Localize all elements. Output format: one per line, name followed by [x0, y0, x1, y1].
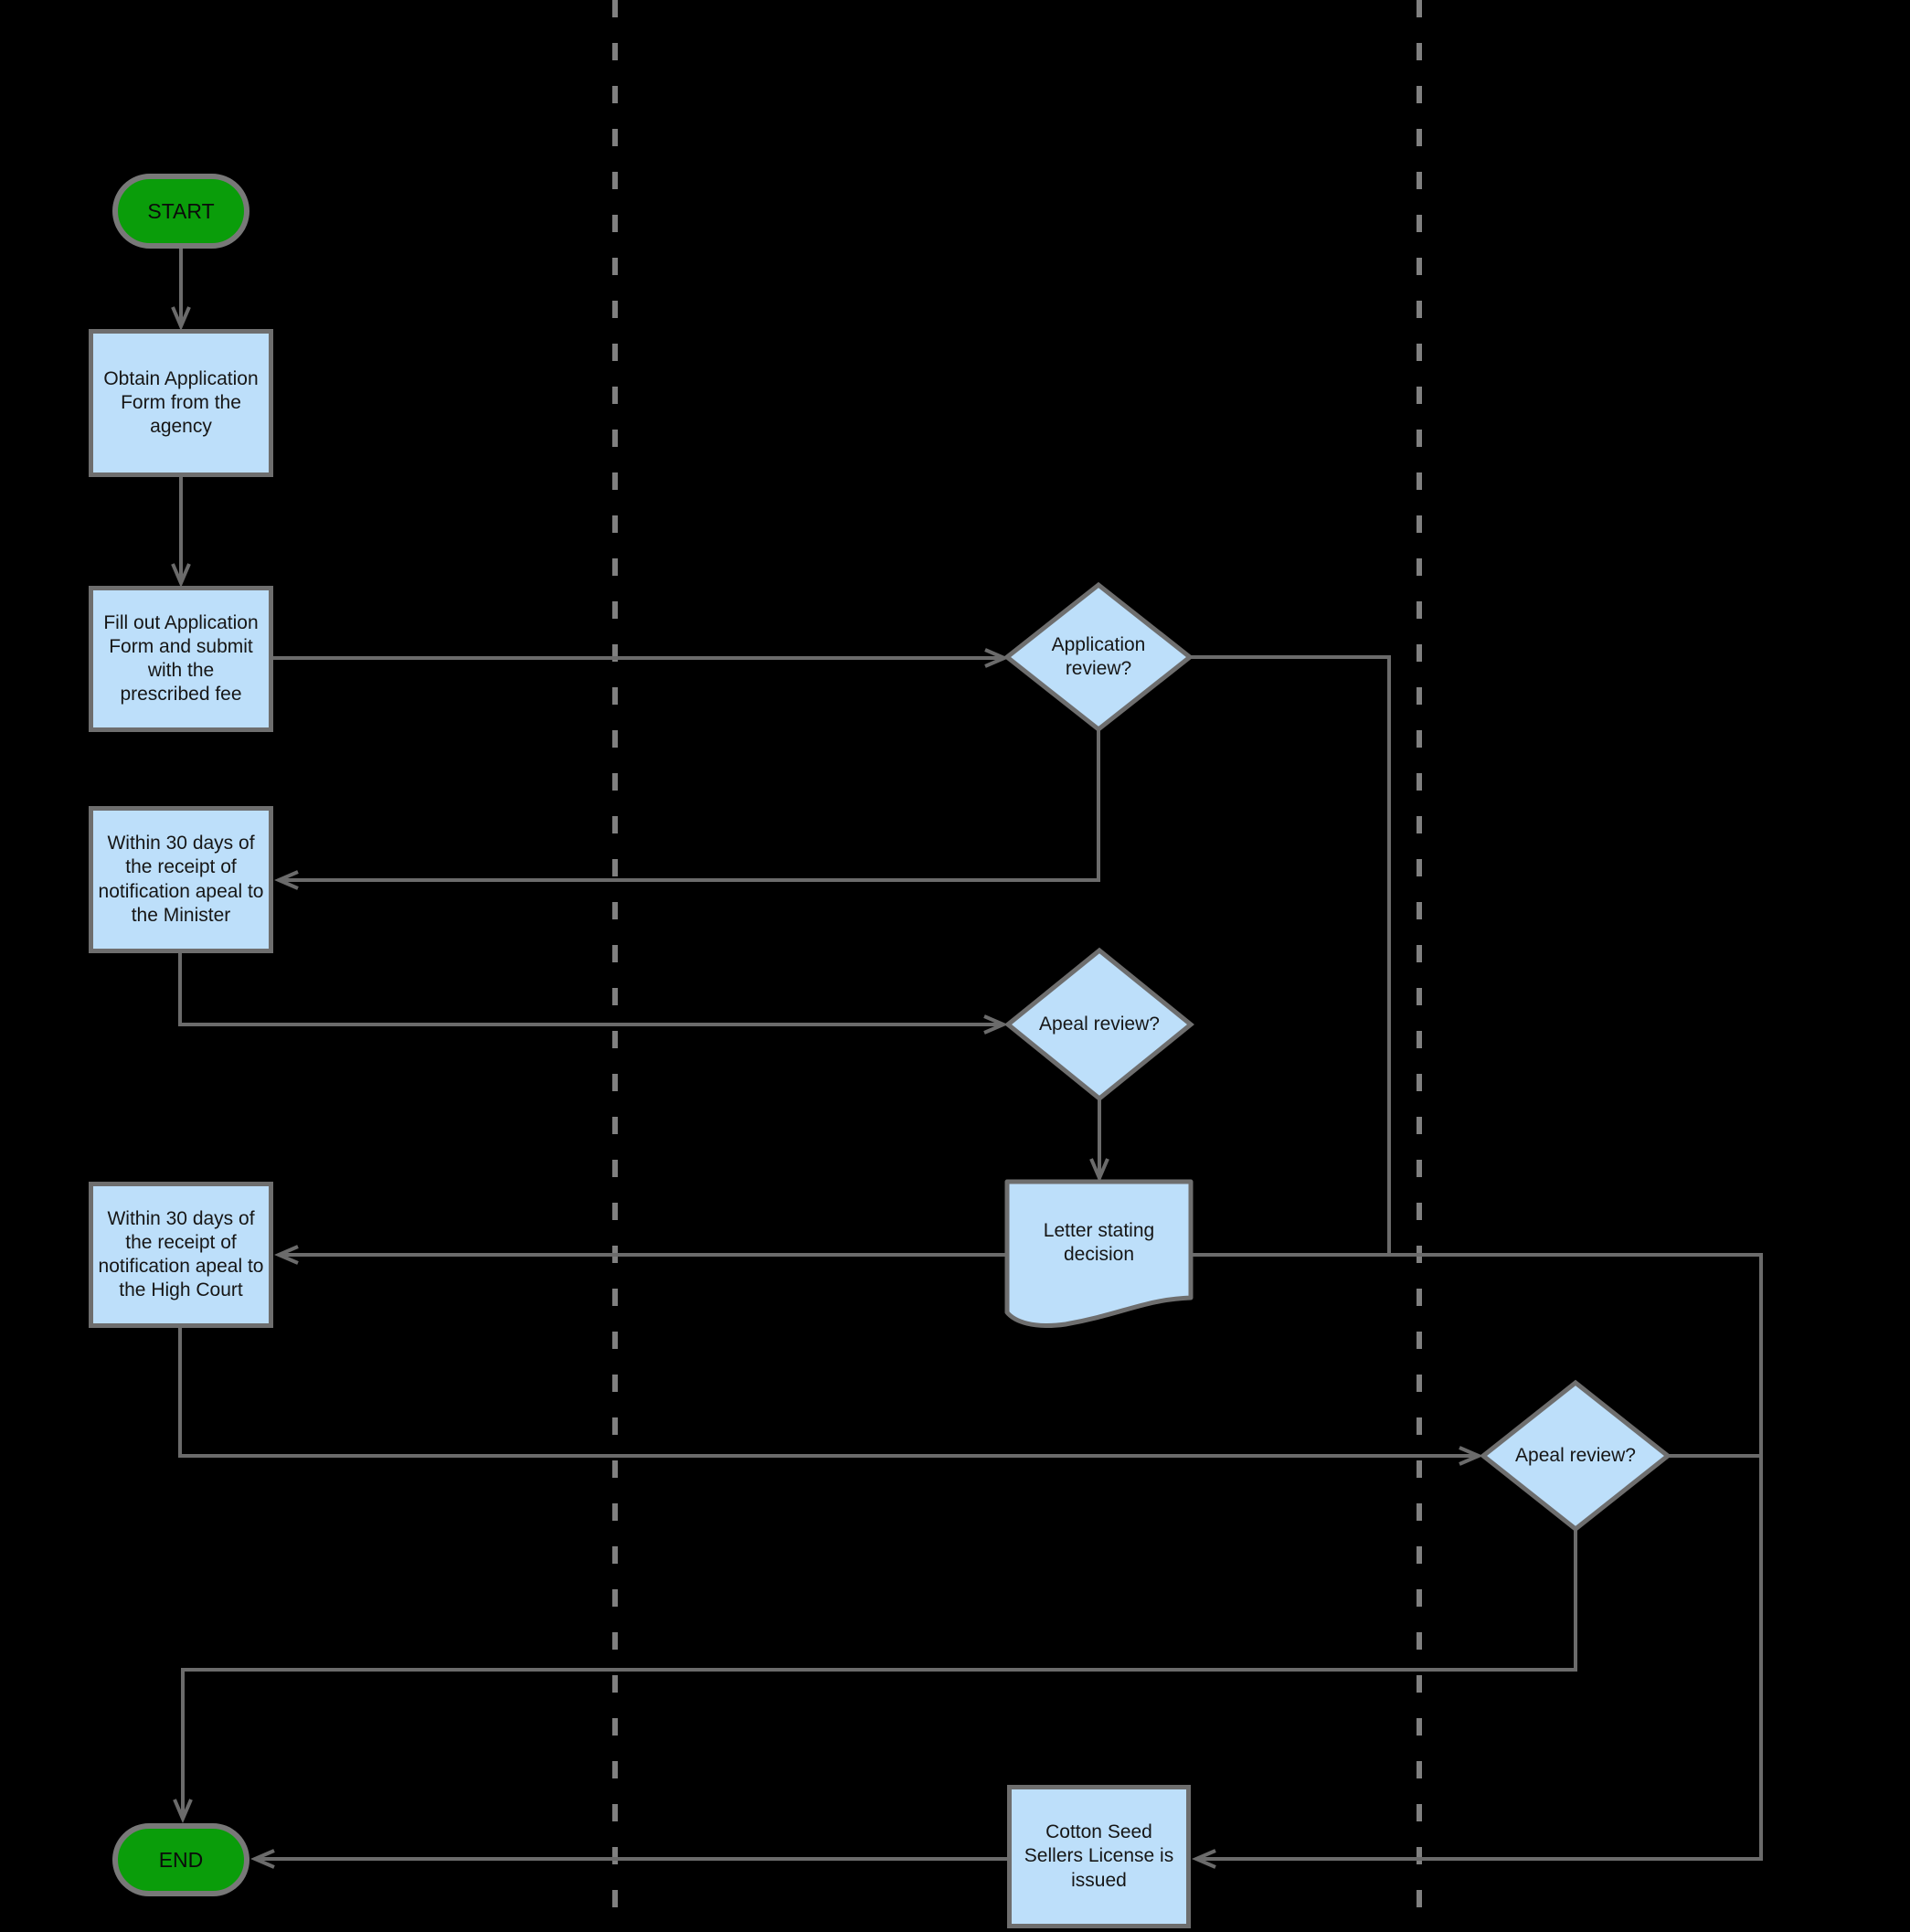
edge-application-review-yes-branch [1190, 655, 1391, 1255]
appeal-review-minister-decision-shape [1004, 947, 1194, 1102]
end-terminal: END [112, 1823, 249, 1896]
start-terminal: START [112, 174, 249, 249]
license-issued-process [1007, 1785, 1191, 1928]
end-label: END [158, 1847, 204, 1872]
letter-decision-document-shape [1004, 1179, 1194, 1329]
obtain-form-process [89, 329, 273, 477]
edge-application-review-to-minister-appeal [280, 729, 1100, 880]
appeal-minister-process [89, 806, 273, 953]
edge-appeal-review2-to-end [183, 1529, 1577, 1818]
fill-form-process [89, 586, 273, 732]
start-label: START [147, 198, 215, 223]
appeal-review-high-court-decision-shape [1479, 1379, 1672, 1533]
edge-high-court-appeal-to-appeal-review2 [178, 1328, 1478, 1456]
edge-minister-appeal-to-appeal-review [178, 953, 1003, 1024]
edge-letter-to-license [1191, 1253, 1763, 1859]
application-review-decision-shape [1003, 581, 1194, 733]
appeal-high-court-process [89, 1182, 273, 1328]
